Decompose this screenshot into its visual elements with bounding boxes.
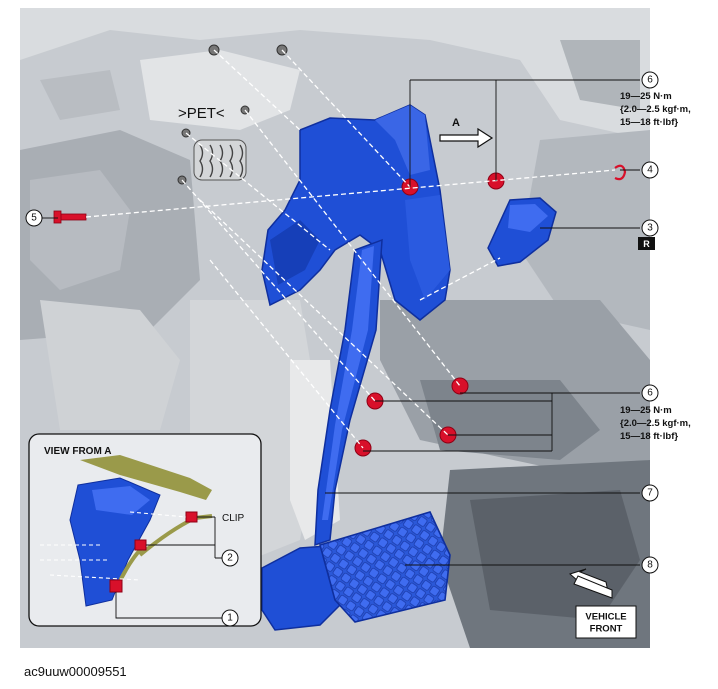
- vehicle-front-line-1: VEHICLE: [585, 612, 626, 623]
- torque-line-3: 15—18 ft·lbf}: [620, 431, 678, 442]
- callout-7: 7: [641, 484, 659, 502]
- torque-spec-middle: 19—25 N·m {2.0—2.5 kgf·m, 15—18 ft·lbf}: [620, 405, 691, 442]
- reference-code: ac9uuw00009551: [24, 664, 127, 679]
- pin-clip: [614, 164, 627, 181]
- callout-6-top: 6: [641, 71, 659, 89]
- torque-line-2: {2.0—2.5 kgf·m,: [620, 104, 691, 115]
- torque-line-2: {2.0—2.5 kgf·m,: [620, 418, 691, 429]
- inset-title: VIEW FROM A: [44, 446, 111, 457]
- brake-switch: [487, 197, 557, 267]
- inset-title-letter: A: [104, 446, 111, 457]
- callout-3: 3: [641, 219, 659, 237]
- torque-line-1: 19—25 N·m: [620, 91, 672, 102]
- inset-title-prefix: VIEW FROM: [44, 446, 104, 457]
- view-arrow-label: A: [452, 117, 460, 129]
- r-badge-label: R: [643, 239, 650, 249]
- r-badge: R: [638, 237, 655, 250]
- embossed-pet-text: >PET<: [178, 105, 225, 122]
- callout-8: 8: [641, 556, 659, 574]
- callout-1: 1: [227, 613, 233, 624]
- callout-number: 3: [647, 223, 653, 234]
- alignment-lines: [85, 49, 616, 449]
- callout-5: 5: [25, 209, 43, 227]
- callout-4: 4: [641, 161, 659, 179]
- callout-2: 2: [227, 553, 233, 564]
- torque-line-3: 15—18 ft·lbf}: [620, 117, 678, 128]
- clip-label: CLIP: [222, 513, 245, 524]
- pedal-pad: [319, 511, 451, 623]
- callout-number: 6: [647, 75, 653, 86]
- pedal-pad-base: [261, 544, 346, 631]
- leader-lines: [42, 79, 640, 566]
- view-direction-arrow: A: [439, 117, 494, 149]
- callout-6-middle: 6: [641, 384, 659, 402]
- torque-line-1: 19—25 N·m: [620, 405, 672, 416]
- callout-number: 4: [647, 165, 653, 176]
- inset-view-from-a: VIEW FROM A CLIP 2 1: [28, 433, 262, 627]
- callout-number: 6: [647, 388, 653, 399]
- vehicle-front-indicator: VEHICLE FRONT: [568, 568, 637, 639]
- illustration-background: [20, 8, 650, 648]
- pedal-bracket: [261, 104, 451, 321]
- pedal-arm: [314, 238, 383, 547]
- vehicle-front-line-2: FRONT: [590, 624, 623, 635]
- callout-number: 5: [31, 213, 37, 224]
- torque-spec-top: 19—25 N·m {2.0—2.5 kgf·m, 15—18 ft·lbf}: [620, 91, 691, 128]
- callout-number: 8: [647, 560, 653, 571]
- callout-number: 7: [647, 488, 653, 499]
